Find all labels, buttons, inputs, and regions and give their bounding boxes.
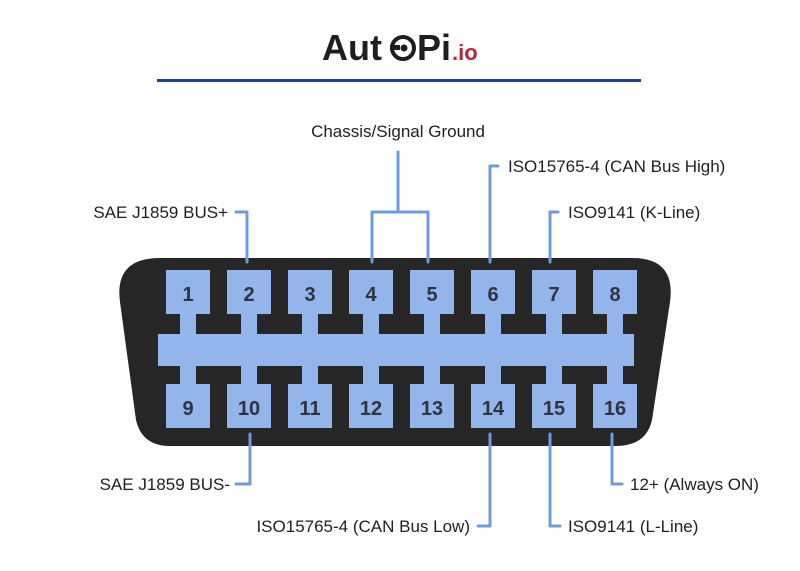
pin-9-pad — [166, 384, 210, 428]
pin-13-number: 13 — [421, 398, 443, 420]
pin-6-stem — [485, 312, 501, 336]
logo-text-io: .io — [452, 40, 478, 65]
pin-14-pad — [471, 384, 515, 428]
pin-2-stem — [241, 312, 257, 336]
pin-8-number: 8 — [609, 284, 620, 306]
pin-11-number: 11 — [299, 398, 320, 420]
pin-14-number: 14 — [482, 398, 505, 420]
car-steering-o-icon — [390, 35, 416, 61]
pin-9-stem — [180, 364, 196, 386]
pin-5-number: 5 — [426, 284, 437, 306]
pin-13-pad — [410, 384, 454, 428]
label-sae-bus-minus: SAE J1859 BUS- — [100, 475, 230, 494]
pin-12-stem — [363, 364, 379, 386]
pin-13-stem — [424, 364, 440, 386]
pin-3-stem — [302, 312, 318, 336]
pin-8-stem — [607, 312, 623, 336]
label-l-line: ISO9141 (L-Line) — [568, 517, 698, 536]
label-chassis-ground: Chassis/Signal Ground — [311, 122, 485, 141]
pin-1-number: 1 — [182, 284, 193, 306]
pin-2-pad — [227, 270, 271, 314]
pin-4-stem — [363, 312, 379, 336]
pin-bus-bar — [158, 334, 634, 366]
logo-underline — [157, 79, 641, 82]
pin-10-number: 10 — [238, 398, 260, 420]
pin-4-number: 4 — [365, 284, 377, 306]
pin-3-number: 3 — [304, 284, 315, 306]
pin-7-pad — [532, 270, 576, 314]
pin-5-stem — [424, 312, 440, 336]
lead-pin14 — [476, 432, 492, 528]
label-k-line: ISO9141 (K-Line) — [568, 203, 700, 222]
label-sae-bus-plus: SAE J1859 BUS+ — [93, 203, 228, 222]
pin-11-pad — [288, 384, 332, 428]
pin-15-pad — [532, 384, 576, 428]
pin-12-pad — [349, 384, 393, 428]
lead-pin7 — [548, 210, 560, 264]
pin-5-pad — [410, 270, 454, 314]
pin-6-number: 6 — [487, 284, 498, 306]
lead-pin10 — [234, 432, 252, 486]
logo-text-aut: Aut — [322, 27, 382, 68]
pin-1-pad — [166, 270, 210, 314]
pin-12-number: 12 — [360, 398, 382, 420]
lead-pin2 — [234, 210, 249, 264]
leader-lines — [234, 150, 624, 528]
lead-pin16 — [610, 432, 624, 486]
pin-10-pad — [227, 384, 271, 428]
pin-4-pad — [349, 270, 393, 314]
label-can-high: ISO15765-4 (CAN Bus High) — [508, 157, 725, 176]
pin-11-stem — [302, 364, 318, 386]
pin-15-number: 15 — [543, 398, 565, 420]
pin-7-number: 7 — [548, 284, 559, 306]
pin-7-stem — [546, 312, 562, 336]
autopi-logo: Aut Pi .io — [157, 27, 641, 82]
logo-text-pi: Pi — [417, 27, 451, 68]
pin-6-pad — [471, 270, 515, 314]
pin-3-pad — [288, 270, 332, 314]
lead-pin4-5 — [370, 150, 430, 264]
lead-pin6 — [488, 164, 500, 264]
pin-10-stem — [241, 364, 257, 386]
pin-16-stem — [607, 364, 623, 386]
pin-15-stem — [546, 364, 562, 386]
pin-16-pad — [593, 384, 637, 428]
pin-8-pad — [593, 270, 637, 314]
lead-pin15 — [548, 432, 562, 528]
pin-14-stem — [485, 364, 501, 386]
pin-1-stem — [180, 312, 196, 336]
pin-2-number: 2 — [243, 284, 254, 306]
label-always-on: 12+ (Always ON) — [630, 475, 759, 494]
label-can-low: ISO15765-4 (CAN Bus Low) — [256, 517, 470, 536]
pin-9-number: 9 — [182, 398, 193, 420]
pin-16-number: 16 — [604, 398, 626, 420]
